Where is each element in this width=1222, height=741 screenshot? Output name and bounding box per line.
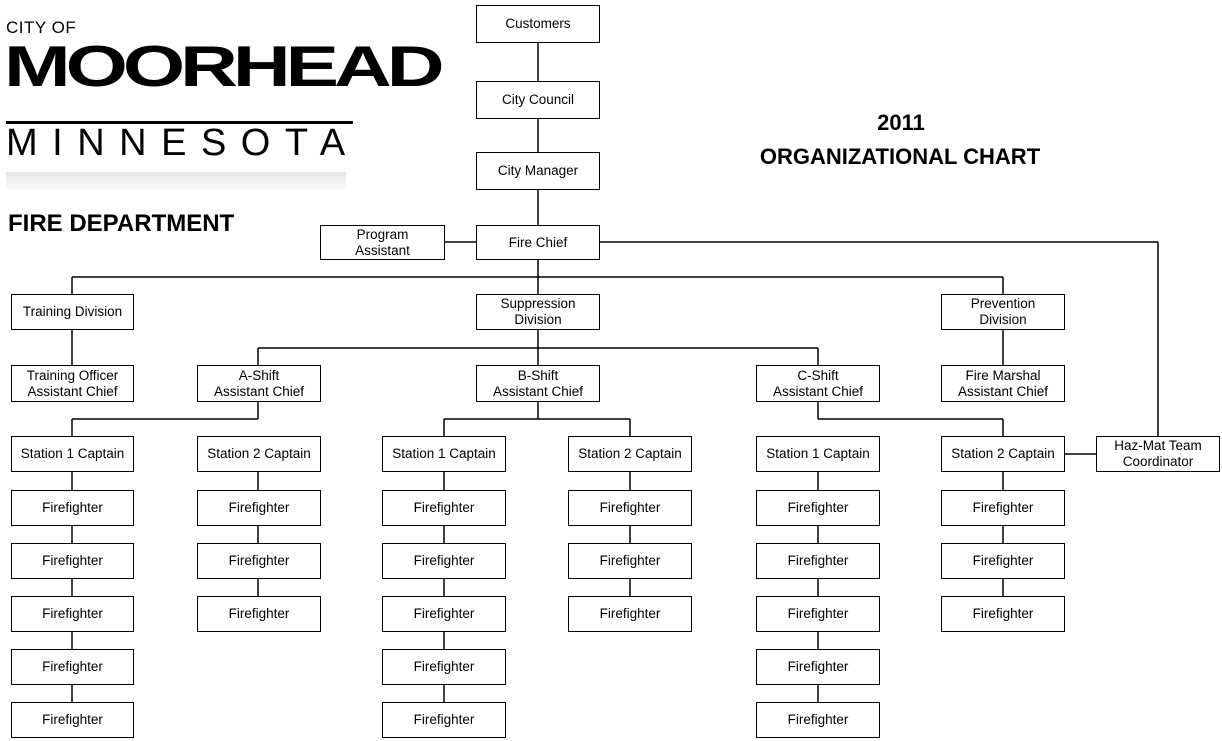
node-fire-marshal: Fire Marshal Assistant Chief xyxy=(941,365,1065,402)
logo-city-of: CITY OF xyxy=(6,18,77,37)
node-b-shift: B-Shift Assistant Chief xyxy=(476,365,600,402)
node-firefighter: Firefighter xyxy=(756,649,880,685)
chart-year: 2011 xyxy=(877,110,925,135)
department-title: FIRE DEPARTMENT xyxy=(8,210,235,237)
node-city-manager: City Manager xyxy=(476,152,600,190)
logo-city-name: MOORHEAD xyxy=(4,34,445,99)
node-firefighter: Firefighter xyxy=(11,543,134,579)
logo-shadow xyxy=(6,172,346,190)
node-firefighter: Firefighter xyxy=(568,543,692,579)
node-city-council: City Council xyxy=(476,81,600,119)
node-a-station-1-captain: Station 1 Captain xyxy=(11,436,134,472)
node-a-station-2-captain: Station 2 Captain xyxy=(197,436,321,472)
node-b-station-1-captain: Station 1 Captain xyxy=(382,436,506,472)
logo-rule xyxy=(6,121,353,124)
node-firefighter: Firefighter xyxy=(197,490,321,526)
node-hazmat-coordinator: Haz-Mat Team Coordinator xyxy=(1096,436,1220,472)
node-c-shift: C-Shift Assistant Chief xyxy=(756,365,880,402)
node-firefighter: Firefighter xyxy=(756,543,880,579)
logo-state-name: MINNESOTA xyxy=(6,122,360,164)
node-training-division: Training Division xyxy=(11,294,134,330)
node-firefighter: Firefighter xyxy=(756,490,880,526)
node-firefighter: Firefighter xyxy=(382,490,506,526)
node-suppression-division: Suppression Division xyxy=(476,294,600,330)
node-firefighter: Firefighter xyxy=(11,702,134,738)
node-firefighter: Firefighter xyxy=(197,596,321,632)
node-firefighter: Firefighter xyxy=(941,543,1065,579)
node-firefighter: Firefighter xyxy=(941,596,1065,632)
node-firefighter: Firefighter xyxy=(11,649,134,685)
node-program-assistant: Program Assistant xyxy=(320,225,445,260)
node-c-station-1-captain: Station 1 Captain xyxy=(756,436,880,472)
node-prevention-division: Prevention Division xyxy=(941,294,1065,330)
node-firefighter: Firefighter xyxy=(941,490,1065,526)
node-c-station-2-captain: Station 2 Captain xyxy=(941,436,1065,472)
node-firefighter: Firefighter xyxy=(756,596,880,632)
node-firefighter: Firefighter xyxy=(382,543,506,579)
node-b-station-2-captain: Station 2 Captain xyxy=(568,436,692,472)
node-firefighter: Firefighter xyxy=(756,702,880,738)
node-firefighter: Firefighter xyxy=(11,596,134,632)
chart-title: ORGANIZATIONAL CHART xyxy=(759,144,1041,169)
node-firefighter: Firefighter xyxy=(568,490,692,526)
node-firefighter: Firefighter xyxy=(568,596,692,632)
node-a-shift: A-Shift Assistant Chief xyxy=(197,365,321,402)
node-firefighter: Firefighter xyxy=(11,490,134,526)
node-customers: Customers xyxy=(476,5,600,43)
node-fire-chief: Fire Chief xyxy=(476,225,600,260)
node-firefighter: Firefighter xyxy=(382,702,506,738)
node-firefighter: Firefighter xyxy=(197,543,321,579)
node-firefighter: Firefighter xyxy=(382,649,506,685)
node-training-officer: Training Officer Assistant Chief xyxy=(11,365,134,402)
node-firefighter: Firefighter xyxy=(382,596,506,632)
